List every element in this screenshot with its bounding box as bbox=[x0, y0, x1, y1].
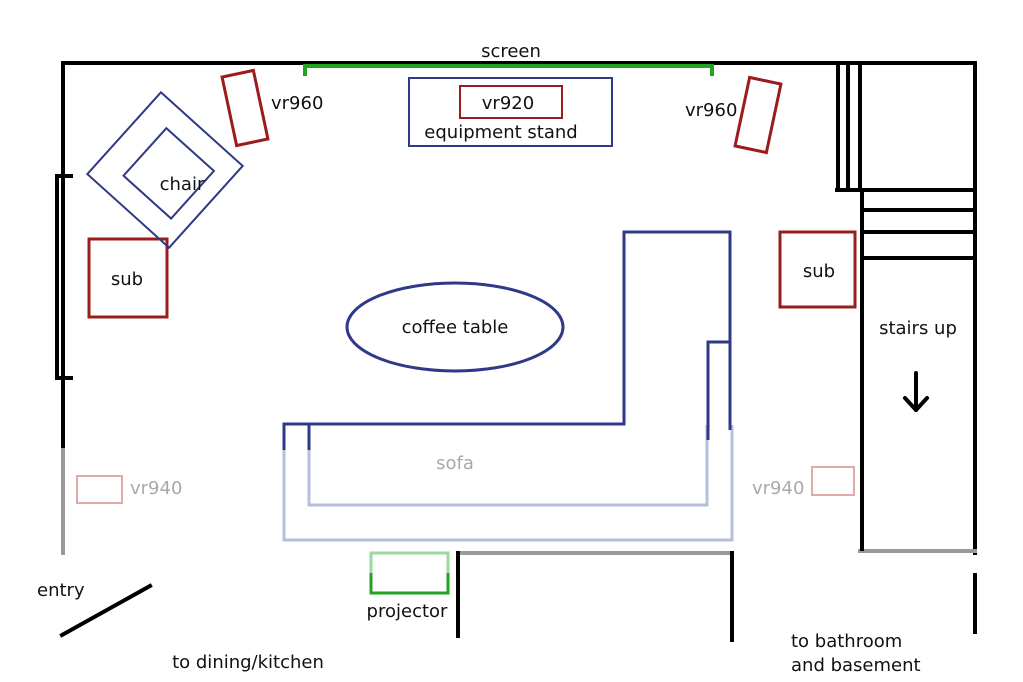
walls bbox=[55, 61, 977, 642]
left-window bbox=[55, 174, 73, 380]
entry-label: entry bbox=[37, 580, 85, 601]
screen bbox=[303, 64, 714, 76]
sofa bbox=[282, 230, 734, 542]
to-bathroom-label-line2: and basement bbox=[791, 655, 921, 676]
projector bbox=[369, 551, 450, 595]
to-dining-label: to dining/kitchen bbox=[172, 652, 324, 673]
vr940-right-label: vr940 bbox=[752, 478, 804, 499]
vr960-left-label: vr960 bbox=[271, 93, 323, 114]
vr940-right-speaker bbox=[811, 466, 855, 496]
vr940-left-label: vr940 bbox=[130, 478, 182, 499]
projector-front bbox=[369, 573, 450, 595]
coffee-table bbox=[345, 281, 565, 373]
vr920-speaker bbox=[459, 85, 563, 119]
chair-label: chair bbox=[160, 174, 205, 195]
down-arrow-icon bbox=[903, 371, 929, 412]
coffee-table-label: coffee table bbox=[402, 317, 509, 338]
sofa-label: sofa bbox=[436, 453, 474, 474]
stairs-up-label: stairs up bbox=[879, 318, 957, 339]
screen-label: screen bbox=[481, 41, 541, 62]
sub-right-label: sub bbox=[803, 261, 835, 282]
staircase bbox=[835, 63, 975, 551]
entry-door bbox=[59, 583, 153, 638]
to-bathroom-label-line1: to bathroom bbox=[791, 631, 902, 652]
vr960-right-speaker bbox=[733, 75, 783, 155]
chair bbox=[85, 90, 245, 250]
sub-left-label: sub bbox=[111, 269, 143, 290]
sofa-upper-outer bbox=[282, 230, 732, 450]
projector-label: projector bbox=[367, 601, 448, 622]
vr940-left-speaker bbox=[76, 475, 123, 504]
vr920-label: vr920 bbox=[482, 93, 534, 114]
sofa-seat-inner bbox=[307, 425, 709, 507]
equipment-stand bbox=[408, 77, 613, 147]
sub-right bbox=[778, 230, 857, 309]
vr960-right-label: vr960 bbox=[685, 100, 737, 121]
vr960-left-speaker bbox=[220, 68, 270, 148]
sub-left bbox=[87, 237, 169, 319]
sofa-upper-inner bbox=[307, 340, 730, 450]
equipment-stand-label: equipment stand bbox=[424, 122, 577, 143]
sofa-back bbox=[282, 425, 734, 542]
